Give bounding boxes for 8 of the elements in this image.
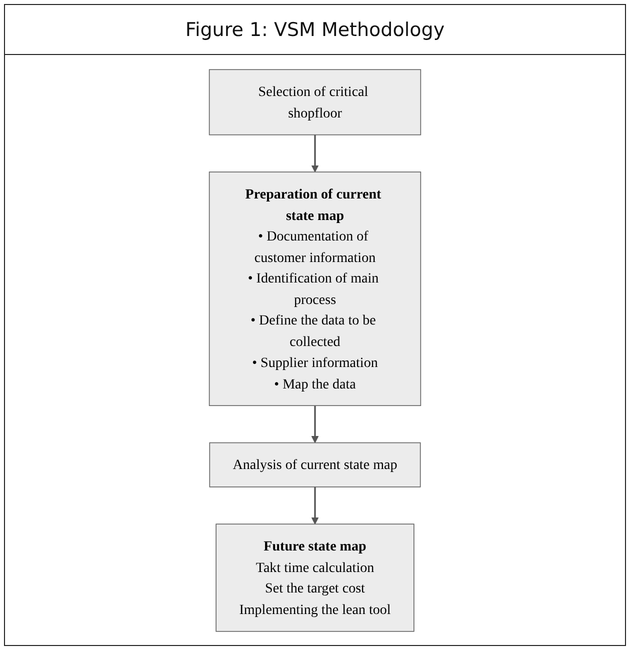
arrow <box>311 406 319 444</box>
node-box: Preparation of current state map • Documentation of customer information • Identification of main process • Define the data to be collected • Supplier information • Map the data <box>208 172 422 406</box>
node-box: Future state map Takt time calculation Set the target cost Implementing the lean tool <box>216 524 414 632</box>
node-box: Analysis of current state map <box>209 442 421 488</box>
arrow <box>311 486 319 524</box>
arrow <box>311 134 319 172</box>
node-box: Selection of critical shopfloor <box>208 69 422 136</box>
figure-title: Figure 1: VSM Methodology <box>185 18 445 40</box>
